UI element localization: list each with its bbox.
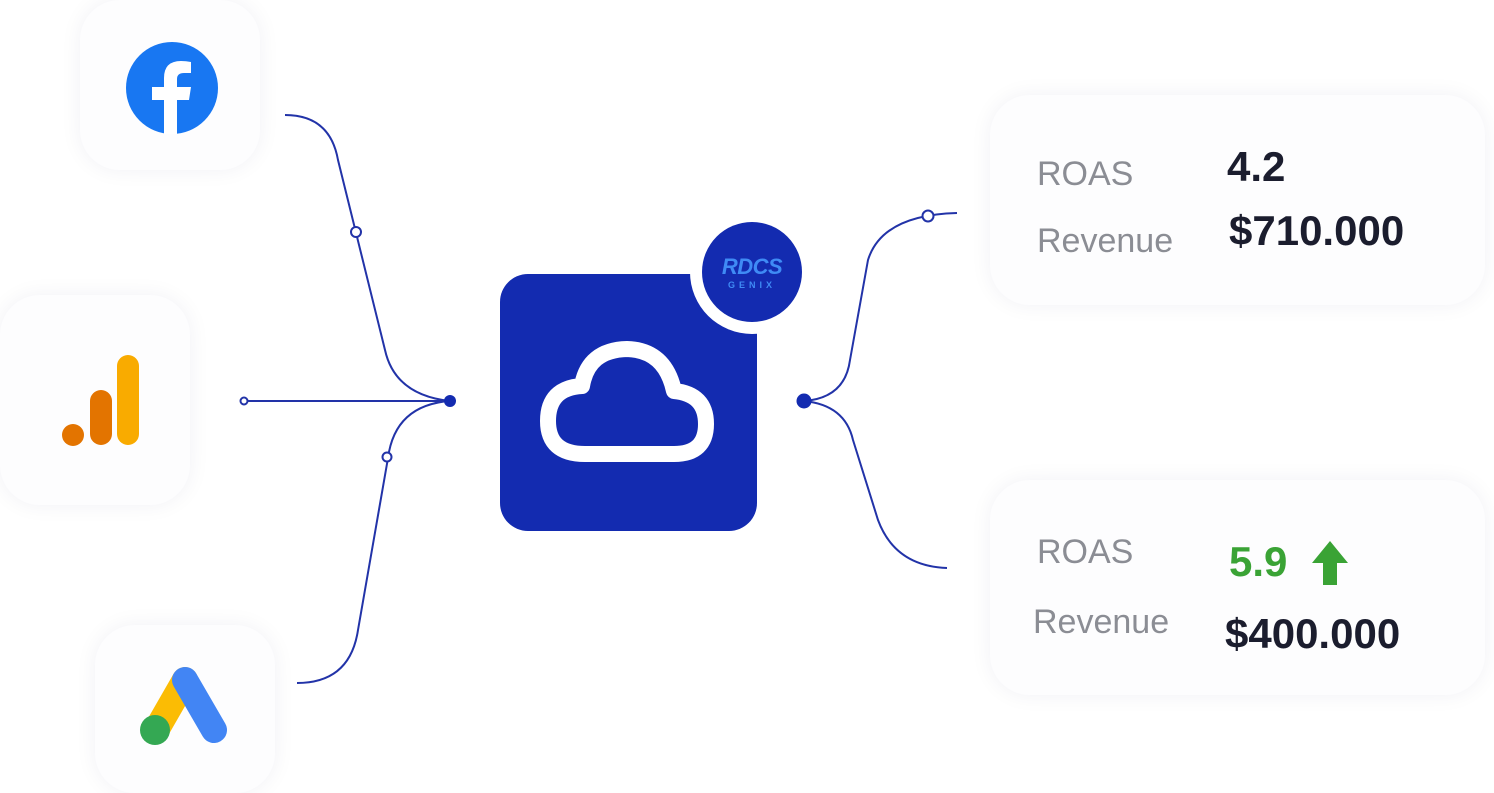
connector-node [921,209,935,223]
connector-node [239,396,249,406]
revenue-label-bottom: Revenue [1033,603,1170,641]
connector-node [381,451,393,463]
google-ads-card [95,625,275,793]
google-analytics-icon [62,355,139,446]
connector-node [350,226,362,238]
connector-result-bottom [803,400,948,569]
google-ads-icon [140,667,227,745]
roas-value-bottom: 5.9 [1229,538,1288,585]
result-card-bottom [990,480,1485,695]
result-card-top [990,95,1485,305]
roas-label-bottom: ROAS [1037,533,1134,571]
connector-facebook [284,114,451,402]
arrow-up-icon [1312,541,1348,585]
cloud-icon [540,341,714,462]
brand-badge-disc: RDCS GENIX [702,222,802,322]
revenue-value-top: $710.000 [1229,207,1405,254]
revenue-label-top: Revenue [1037,222,1174,260]
revenue-value-bottom: $400.000 [1225,610,1401,657]
facebook-icon [126,42,218,134]
junction-dot-left [444,395,456,407]
brand-badge-line1: RDCS [721,254,783,279]
roas-value-top: 4.2 [1227,143,1286,190]
brand-badge: RDCS GENIX [690,210,814,334]
roas-label-top: ROAS [1037,155,1134,193]
junction-dot-right [796,393,812,409]
connector-ads [296,400,451,684]
brand-badge-line2: GENIX [727,280,776,290]
connector-result-top [803,212,958,402]
